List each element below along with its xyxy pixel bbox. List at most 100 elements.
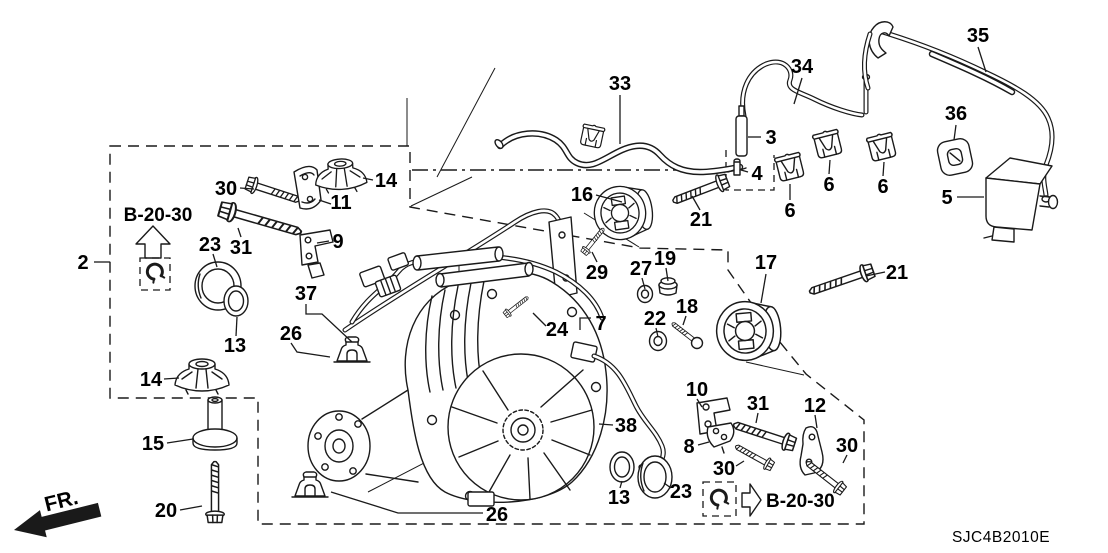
callout-leader-line [316, 240, 330, 244]
mounting-bolt-21a [669, 171, 732, 211]
bracket-11 [293, 165, 322, 210]
part-callout-33: 33 [609, 73, 631, 144]
callout-leader-line [330, 491, 483, 514]
callout-leader-line [882, 161, 885, 177]
callout-leader-line [179, 505, 203, 511]
part-callout-4: 4 [740, 163, 763, 185]
callout-leader-line [663, 482, 672, 489]
callout-leader-line [665, 267, 669, 282]
part-callout-36: 36 [945, 103, 967, 141]
callout-leader-line [655, 327, 659, 338]
washer-27 [636, 284, 654, 304]
bracket-8 [706, 422, 735, 454]
callout-leader-line [814, 414, 818, 429]
callout-leader-line [212, 253, 218, 268]
solenoid-valve-5 [983, 157, 1059, 243]
hose-clamp-on-tube-33 [578, 122, 606, 150]
ref-label-top: B-20-30 [124, 205, 193, 226]
part-callout-8: 8 [683, 436, 710, 458]
part-callout-26: 26 [330, 491, 508, 526]
part-number-label: 27 [630, 258, 652, 280]
part-number-label: 36 [945, 103, 967, 125]
oil-seal-13a [223, 285, 249, 317]
part-number-label: 8 [683, 436, 694, 458]
bracket-9 [299, 229, 334, 279]
part-number-label: 35 [967, 25, 989, 47]
part-number-label: 14 [140, 369, 163, 391]
part-callout-20: 20 [155, 500, 203, 522]
callout-leader-line [163, 377, 180, 380]
callout-leader-line [362, 177, 374, 181]
part-callout-7: 7 [579, 313, 607, 335]
bolt-30a [243, 174, 303, 209]
callout-leader-line [755, 412, 759, 424]
part-number-label: 11 [330, 192, 351, 214]
part-callout-30: 30 [713, 458, 745, 480]
ref-b2030-top: B-20-30 [124, 205, 193, 291]
part-number-label: 23 [670, 481, 692, 503]
callout-leader-line [682, 315, 687, 326]
callout-leader-line [735, 460, 745, 467]
callout-leader-line [641, 277, 646, 290]
part-callout-14: 14 [140, 369, 180, 391]
part-callout-31: 31 [230, 227, 252, 259]
part-number-label: 31 [230, 237, 252, 259]
callout-leader-line [237, 227, 242, 238]
part-callout-17: 17 [755, 252, 777, 304]
part-callout-35: 35 [967, 25, 989, 73]
part-callout-16: 16 [571, 184, 623, 206]
part-number-label: 17 [755, 252, 777, 274]
bracket-10 [696, 397, 731, 435]
part-callout-18: 18 [676, 296, 698, 326]
bolt-29 [579, 225, 608, 257]
part-number-label: 21 [886, 262, 908, 284]
part-number-label: 37 [295, 283, 317, 305]
washer-22 [648, 330, 668, 352]
circlip-dashed-box [139, 257, 171, 291]
oil-seal-13b [609, 451, 635, 483]
callout-leader-line [619, 480, 623, 489]
tube-clamp-6b [811, 127, 844, 160]
callout-leader-line [239, 187, 255, 190]
part-callout-6: 6 [784, 184, 796, 222]
part-number-label: 24 [546, 319, 569, 341]
part-number-label: 15 [142, 433, 164, 455]
callout-leader-line [697, 441, 710, 446]
part-callout-21: 21 [865, 262, 908, 284]
part-number-label: 30 [215, 178, 237, 200]
part-callout-30: 30 [215, 178, 255, 200]
bolt-30b [732, 440, 776, 473]
part-number-label: 7 [595, 313, 606, 335]
part-callout-27: 27 [630, 258, 652, 290]
callout-leader-line [579, 317, 591, 330]
harness-connector-37 [374, 274, 402, 298]
callout-leader-line [691, 195, 701, 211]
part-callout-6: 6 [877, 161, 889, 198]
part-callout-34: 34 [791, 56, 814, 105]
grommet-36 [936, 138, 974, 176]
diagram-code: SJC4B2010E [952, 529, 1050, 546]
mounting-bolt-21b [806, 261, 877, 302]
mount-bushing-17 [713, 297, 784, 364]
part-number-label: 3 [765, 127, 776, 149]
part-callout-3: 3 [748, 127, 777, 149]
part-number-label: 18 [676, 296, 698, 318]
fr-arrow-icon [14, 502, 102, 538]
callout-leader-line [591, 251, 598, 263]
part-number-label: 31 [747, 393, 769, 415]
part-callout-10: 10 [686, 379, 708, 408]
part-callout-23: 23 [199, 234, 221, 268]
callout-leader-line [740, 169, 749, 173]
part-number-label: 22 [644, 308, 666, 330]
differential-assembly [291, 208, 666, 507]
part-number-label: 23 [199, 234, 221, 256]
part-number-label: 20 [155, 500, 177, 522]
part-callout-14: 14 [362, 170, 398, 192]
vinyl-tube-3 [735, 105, 748, 157]
part-callout-13: 13 [224, 316, 246, 357]
part-number-label: 4 [751, 163, 763, 185]
breather-tube-33 [494, 122, 744, 176]
part-number-label: 30 [713, 458, 735, 480]
